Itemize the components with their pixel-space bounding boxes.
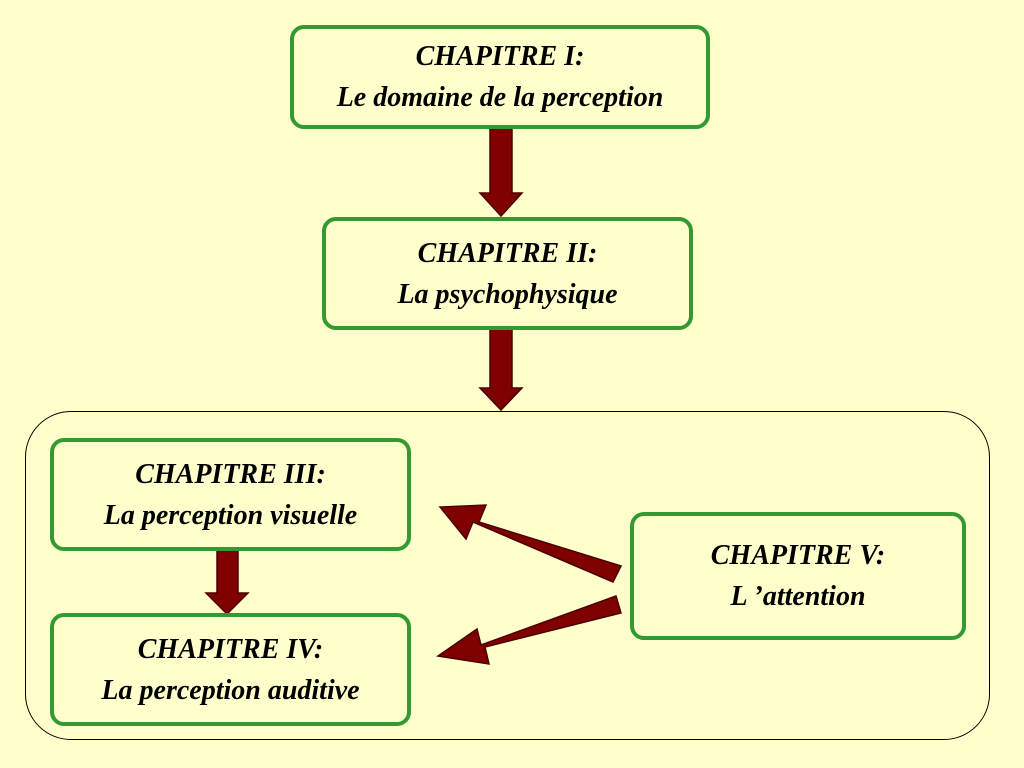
- chapter-1-box: CHAPITRE I: Le domaine de la perception: [290, 25, 710, 129]
- chapter-5-box: CHAPITRE V: L ’attention: [630, 512, 966, 640]
- arrow-ch5-to-ch4: [436, 595, 622, 665]
- chapter-3-subtitle: La perception visuelle: [103, 499, 358, 531]
- chapter-4-box: CHAPITRE IV: La perception auditive: [50, 613, 411, 726]
- arrow-ch3-to-ch4: [204, 549, 250, 616]
- arrow-ch2-to-group: [478, 328, 524, 412]
- chapter-2-subtitle: La psychophysique: [397, 278, 618, 310]
- chapter-3-title: CHAPITRE III:: [135, 458, 326, 490]
- chapter-3-box: CHAPITRE III: La perception visuelle: [50, 438, 411, 551]
- arrow-ch5-to-ch3: [438, 504, 623, 583]
- chapter-2-box: CHAPITRE II: La psychophysique: [322, 217, 693, 330]
- chapter-1-subtitle: Le domaine de la perception: [336, 82, 664, 113]
- chapter-4-subtitle: La perception auditive: [101, 674, 360, 706]
- chapter-5-title: CHAPITRE V:: [710, 540, 886, 571]
- chapter-2-title: CHAPITRE II:: [417, 237, 598, 269]
- chapters-group-frame: [25, 411, 990, 740]
- chapter-1-title: CHAPITRE I:: [415, 41, 585, 72]
- chapter-4-title: CHAPITRE IV:: [137, 633, 324, 665]
- arrow-ch1-to-ch2: [478, 126, 524, 218]
- chapter-5-subtitle: L ’attention: [730, 581, 866, 612]
